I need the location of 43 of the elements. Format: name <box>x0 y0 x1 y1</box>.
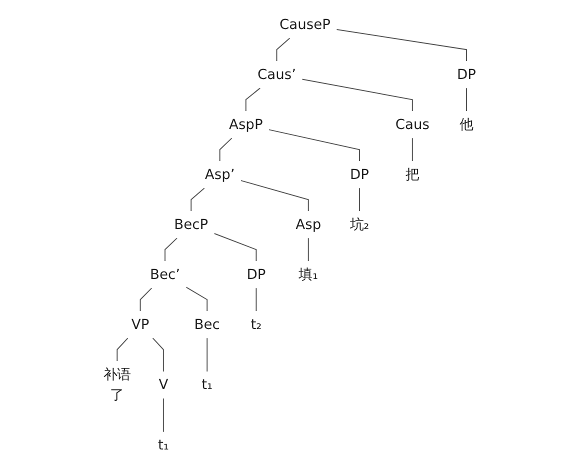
node-text: VP <box>132 316 150 333</box>
node-text: 补语 了 <box>104 366 132 404</box>
node-text: DP <box>350 166 370 183</box>
node-text: Bec’ <box>150 266 180 283</box>
node-text: V <box>159 376 169 394</box>
connector <box>140 288 153 312</box>
node-text: Caus’ <box>258 66 296 83</box>
connector <box>276 38 291 62</box>
connector <box>164 238 178 262</box>
connector <box>240 180 310 212</box>
connector <box>466 88 468 112</box>
connector <box>268 129 360 162</box>
connector <box>302 78 414 112</box>
node-text: 坑₂ <box>350 216 370 233</box>
node-text: Asp <box>296 216 322 233</box>
node-text: Asp’ <box>205 166 236 183</box>
node-text: DP <box>247 266 266 283</box>
connector <box>220 138 233 162</box>
connector <box>336 29 468 62</box>
connector <box>246 88 261 112</box>
node-text: DP <box>457 66 476 83</box>
connector <box>308 238 310 262</box>
node-text: t₁ <box>202 376 213 394</box>
connector <box>163 398 164 432</box>
connector <box>214 233 258 262</box>
connector <box>117 338 129 362</box>
node-text: 把 <box>406 166 420 183</box>
node-text: 他 <box>460 116 474 133</box>
node-text: Bec <box>194 316 220 333</box>
node-text: AspP <box>229 116 264 133</box>
connector <box>359 188 360 212</box>
node-text: 填₁ <box>299 266 318 283</box>
connector <box>256 288 258 312</box>
node-text: BecP <box>174 216 208 233</box>
connector <box>152 338 164 372</box>
node-text: Caus <box>396 116 430 133</box>
node-text: t₂ <box>251 316 262 333</box>
connector <box>190 188 206 212</box>
node-text: CauseP <box>280 16 331 33</box>
node-text: t₁ <box>158 437 170 454</box>
connector <box>412 138 414 162</box>
connector <box>206 338 208 372</box>
connector <box>186 286 208 312</box>
